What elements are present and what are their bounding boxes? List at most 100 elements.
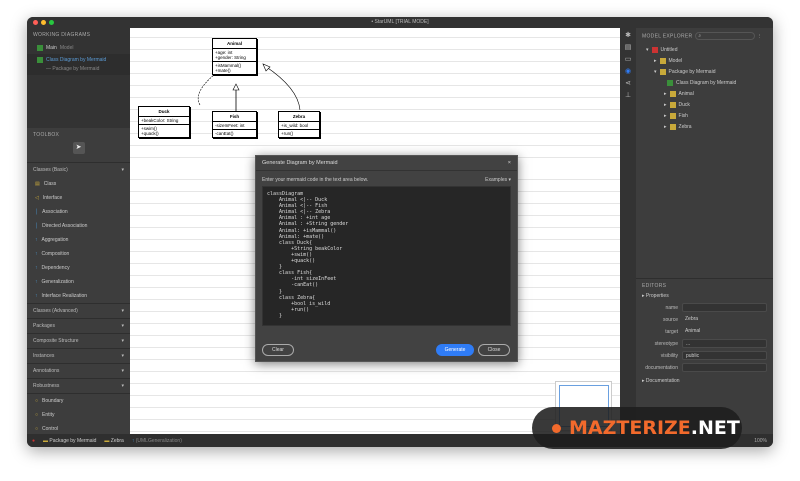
status-item[interactable]: ▬ Package by Mermaid (43, 437, 97, 444)
hierarchy-icon[interactable]: ⊥ (624, 92, 632, 99)
expand-icon[interactable]: ▸ (664, 112, 667, 119)
watermark-text: MAZTERIZE (569, 417, 691, 439)
expand-icon[interactable]: ▾ (646, 46, 649, 53)
property-label: name (665, 304, 678, 311)
mermaid-code-textarea[interactable]: classDiagram Animal <|-- Duck Animal <|-… (262, 186, 511, 326)
extension-icon[interactable]: ✱ (625, 32, 631, 39)
group-label: Classes (Basic) (33, 167, 68, 173)
toolbox-group[interactable]: Classes (Advanced)▾ (27, 303, 130, 318)
generalization-arrows (197, 59, 301, 111)
property-field[interactable] (682, 363, 767, 372)
select-tool-cursor-icon[interactable]: ➤ (72, 142, 85, 154)
group-label: Annotations (33, 368, 60, 374)
editor-icon[interactable]: ▭ (624, 56, 632, 63)
explorer-icon[interactable]: ◉ (624, 68, 632, 75)
status-item[interactable]: ↑ (UMLGeneralization) (131, 437, 182, 444)
tool-label: Boundary (42, 398, 64, 404)
tool-item[interactable]: ○Control (27, 422, 130, 436)
expand-icon[interactable]: ▸ (654, 57, 657, 64)
tool-icon: ◁ (35, 195, 39, 201)
property-field[interactable]: public (682, 351, 767, 360)
tree-item[interactable]: ▾Untitled (642, 44, 767, 55)
expand-icon[interactable]: ▸ (664, 90, 667, 97)
tree-item[interactable]: ▾Package by Mermaid (642, 66, 767, 77)
tool-item[interactable]: ○Entity (27, 408, 130, 422)
tool-item[interactable]: ○Boundary (27, 394, 130, 408)
tool-item[interactable]: ▤Class (27, 177, 130, 191)
class-animal[interactable]: Animal+age: int+gender: String+isMammal(… (212, 38, 257, 75)
class-fish[interactable]: Fish-sizeInFeet: int-canEat() (212, 111, 257, 138)
properties-label: Properties (645, 293, 669, 299)
tool-item[interactable]: ↑Composition (27, 247, 130, 261)
tool-label: Class (43, 181, 57, 187)
tree-item[interactable]: ▸ Animal (642, 88, 767, 99)
status-item[interactable]: ▬ Zebra (104, 437, 124, 444)
tree-item[interactable]: ▸Zebra (642, 121, 767, 132)
property-field: Zebra (685, 316, 699, 322)
model-search-input[interactable]: ⌕ (695, 32, 756, 40)
item-label: Class Diagram by Mermaid (46, 57, 107, 63)
expand-icon[interactable]: ▸ (664, 101, 667, 108)
property-field[interactable]: ... (682, 339, 767, 348)
generate-button[interactable]: Generate (436, 344, 474, 356)
minimize-window-button[interactable] (41, 20, 46, 25)
tool-item[interactable]: ↑Aggregation (27, 233, 130, 247)
operation: -canEat() (215, 131, 234, 136)
working-diagram-class[interactable]: Class Diagram by Mermaid — Package by Mer… (27, 54, 130, 75)
property-field[interactable] (682, 303, 767, 312)
tool-label: Interface Realization (41, 293, 88, 299)
expand-icon[interactable]: ▾ (654, 68, 657, 75)
operation: +isMammal() (215, 63, 242, 68)
tool-item[interactable]: ◁Interface (27, 191, 130, 205)
expand-icon[interactable]: ▸ (664, 123, 667, 130)
examples-dropdown[interactable]: Examples ▾ (485, 177, 511, 183)
dialog-instruction: Enter your mermaid code in the text area… (262, 177, 369, 183)
tool-item[interactable]: ↑Interface Realization (27, 289, 130, 303)
maximize-window-button[interactable] (49, 20, 54, 25)
more-icon[interactable]: ⋮ (757, 33, 763, 40)
class-name: Duck (139, 107, 189, 117)
error-icon[interactable]: ● (32, 437, 36, 444)
toolbox-group-classes-basic[interactable]: Classes (Basic)▾ (27, 162, 130, 177)
attribute: +is_wild: bool (279, 122, 319, 130)
toolbox-group[interactable]: Composite Structure▾ (27, 333, 130, 348)
tool-icon: │ (35, 209, 39, 215)
clear-button[interactable]: Clear (262, 344, 294, 356)
property-label: documentation (645, 364, 678, 371)
tool-icon: │ (35, 223, 39, 229)
window-title: • StarUML [TRIAL MODE] (371, 19, 429, 25)
item-sub: Model (59, 45, 74, 51)
working-diagrams-title: WORKING DIAGRAMS (33, 32, 91, 38)
tool-item[interactable]: │Directed Association (27, 219, 130, 233)
class-zebra[interactable]: Zebra+is_wild: bool+run() (278, 111, 320, 138)
properties-section[interactable]: ▸ Properties (642, 293, 669, 299)
close-button[interactable]: Close (478, 344, 510, 356)
tool-item[interactable]: │Association (27, 205, 130, 219)
tree-item[interactable]: ▸Model (642, 55, 767, 66)
tool-item[interactable]: ↑Dependency (27, 261, 130, 275)
tool-icon: ○ (35, 412, 39, 418)
share-icon[interactable]: ⋖ (625, 80, 631, 87)
collapse-icon: ▾ (121, 338, 124, 344)
property-label: target (665, 328, 678, 335)
documentation-section[interactable]: ▸ Documentation (642, 378, 680, 384)
close-window-button[interactable] (33, 20, 38, 25)
dialog-close-icon[interactable]: × (507, 160, 511, 166)
tree-label: Animal (678, 90, 694, 97)
operation: +swim() (141, 126, 157, 131)
item-sub: — Package by Mermaid (46, 66, 100, 72)
tree-item[interactable]: Class Diagram by Mermaid (642, 77, 767, 88)
tree-item[interactable]: ▸Fish (642, 110, 767, 121)
layout-icon[interactable]: ▤ (624, 44, 632, 51)
toolbox-group[interactable]: Annotations▾ (27, 363, 130, 378)
zoom-level: 100% (754, 437, 767, 444)
toolbox-group[interactable]: Instances▾ (27, 348, 130, 363)
toolbox-group[interactable]: Robustness▾ (27, 378, 130, 393)
class-duck[interactable]: Duck+beakColor: String+swim()+quack() (138, 106, 190, 138)
tool-item[interactable]: ↑Generalization (27, 275, 130, 289)
property-label: stereotype (654, 340, 678, 347)
toolbox-group[interactable]: Packages▾ (27, 318, 130, 333)
tree-item[interactable]: ▸Duck (642, 99, 767, 110)
